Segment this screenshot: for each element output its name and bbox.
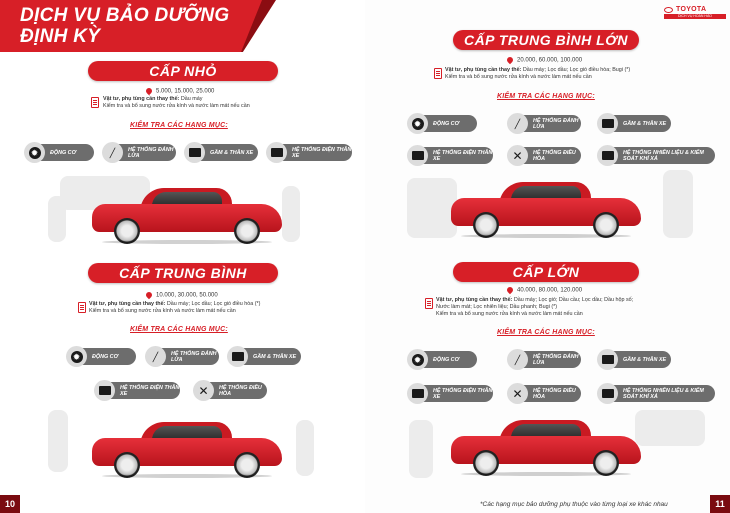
parts-text: Vật tư, phụ tùng cần thay thế: Dầu máy; … — [445, 67, 631, 80]
mechanic-with-tire-illustration — [663, 170, 693, 238]
mechanic-illustration — [48, 196, 66, 242]
wrench-screwdriver-icon: ✕ — [512, 148, 523, 163]
check-label: KIỂM TRA CÁC HẠNG MỤC: — [497, 93, 595, 100]
car-lift-icon — [231, 352, 244, 361]
title-line1: DỊCH VỤ BẢO DƯỠNG — [20, 5, 230, 26]
wrench-screwdriver-icon: ✕ — [512, 386, 523, 401]
level-title-cap-trung-binh: CẤP TRUNG BÌNH — [88, 263, 278, 283]
km-line: 40.000, 80.000, 120.000 — [505, 285, 582, 295]
battery-icon — [601, 151, 614, 160]
battery-icon — [98, 386, 111, 395]
toyota-emblem-icon — [664, 6, 673, 13]
check-label: KIỂM TRA CÁC HẠNG MỤC: — [130, 326, 228, 333]
wheel-icon: ✹ — [411, 353, 424, 366]
level-title-cap-nho: CẤP NHỎ — [88, 61, 278, 81]
battery-icon — [411, 389, 424, 398]
red-car-illustration — [451, 418, 641, 476]
km-line: 20.000, 60.000, 100.000 — [505, 55, 582, 65]
wrench-screwdriver-icon: ✕ — [198, 383, 209, 398]
car-lift-icon — [601, 355, 614, 364]
parts-text: Vật tư, phụ tùng cần thay thế: Dầu máy; … — [89, 301, 261, 314]
page-number-left: 10 — [0, 495, 20, 513]
mechanic-illustration — [282, 186, 300, 242]
battery-icon — [411, 151, 424, 160]
location-pin-icon — [505, 285, 515, 295]
red-car-illustration — [92, 186, 282, 244]
car-lift-icon — [601, 119, 614, 128]
clipboard-icon — [78, 302, 86, 313]
title-line2: ĐỊNH KỲ — [20, 26, 101, 47]
check-label: KIỂM TRA CÁC HẠNG MỤC: — [130, 122, 228, 129]
mechanic-illustration — [409, 420, 433, 478]
location-pin-icon — [144, 86, 154, 96]
level-title-cap-lon: CẤP LỚN — [453, 262, 639, 282]
spark-plug-icon: ╱ — [514, 354, 521, 365]
location-pin-icon — [505, 55, 515, 65]
wheel-icon: ✹ — [28, 146, 41, 159]
footnote: *Các hạng mục bảo dưỡng phụ thuộc vào từ… — [480, 501, 668, 508]
red-car-illustration — [451, 180, 641, 238]
wheel-icon: ✹ — [411, 117, 424, 130]
wheel-icon: ✹ — [70, 350, 83, 363]
check-label: KIỂM TRA CÁC HẠNG MỤC: — [497, 329, 595, 336]
clipboard-icon — [91, 97, 99, 108]
mechanic-illustration — [296, 420, 314, 476]
km-line: 10.000, 30.000, 50.000 — [144, 290, 218, 300]
car-lift-icon — [188, 148, 201, 157]
red-car-illustration — [92, 420, 282, 478]
level-title-cap-trung-binh-lon: CẤP TRUNG BÌNH LỚN — [453, 30, 639, 50]
background-lift-illustration — [635, 410, 705, 446]
spark-plug-icon: ╱ — [152, 351, 159, 362]
parts-text: Vật tư, phụ tùng cần thay thế: Dầu máy; … — [436, 297, 634, 317]
clipboard-icon — [434, 68, 442, 79]
location-pin-icon — [144, 290, 154, 300]
mechanic-illustration — [48, 410, 68, 472]
battery-icon — [270, 148, 283, 157]
spark-plug-icon: ╱ — [514, 118, 521, 129]
km-line: 5.000, 15.000, 25.000 — [144, 86, 214, 96]
spark-plug-icon: ╱ — [109, 147, 116, 158]
battery-icon — [601, 389, 614, 398]
page-number-right: 11 — [710, 495, 730, 513]
clipboard-icon — [425, 298, 433, 309]
tool-cabinet-illustration — [407, 178, 457, 238]
